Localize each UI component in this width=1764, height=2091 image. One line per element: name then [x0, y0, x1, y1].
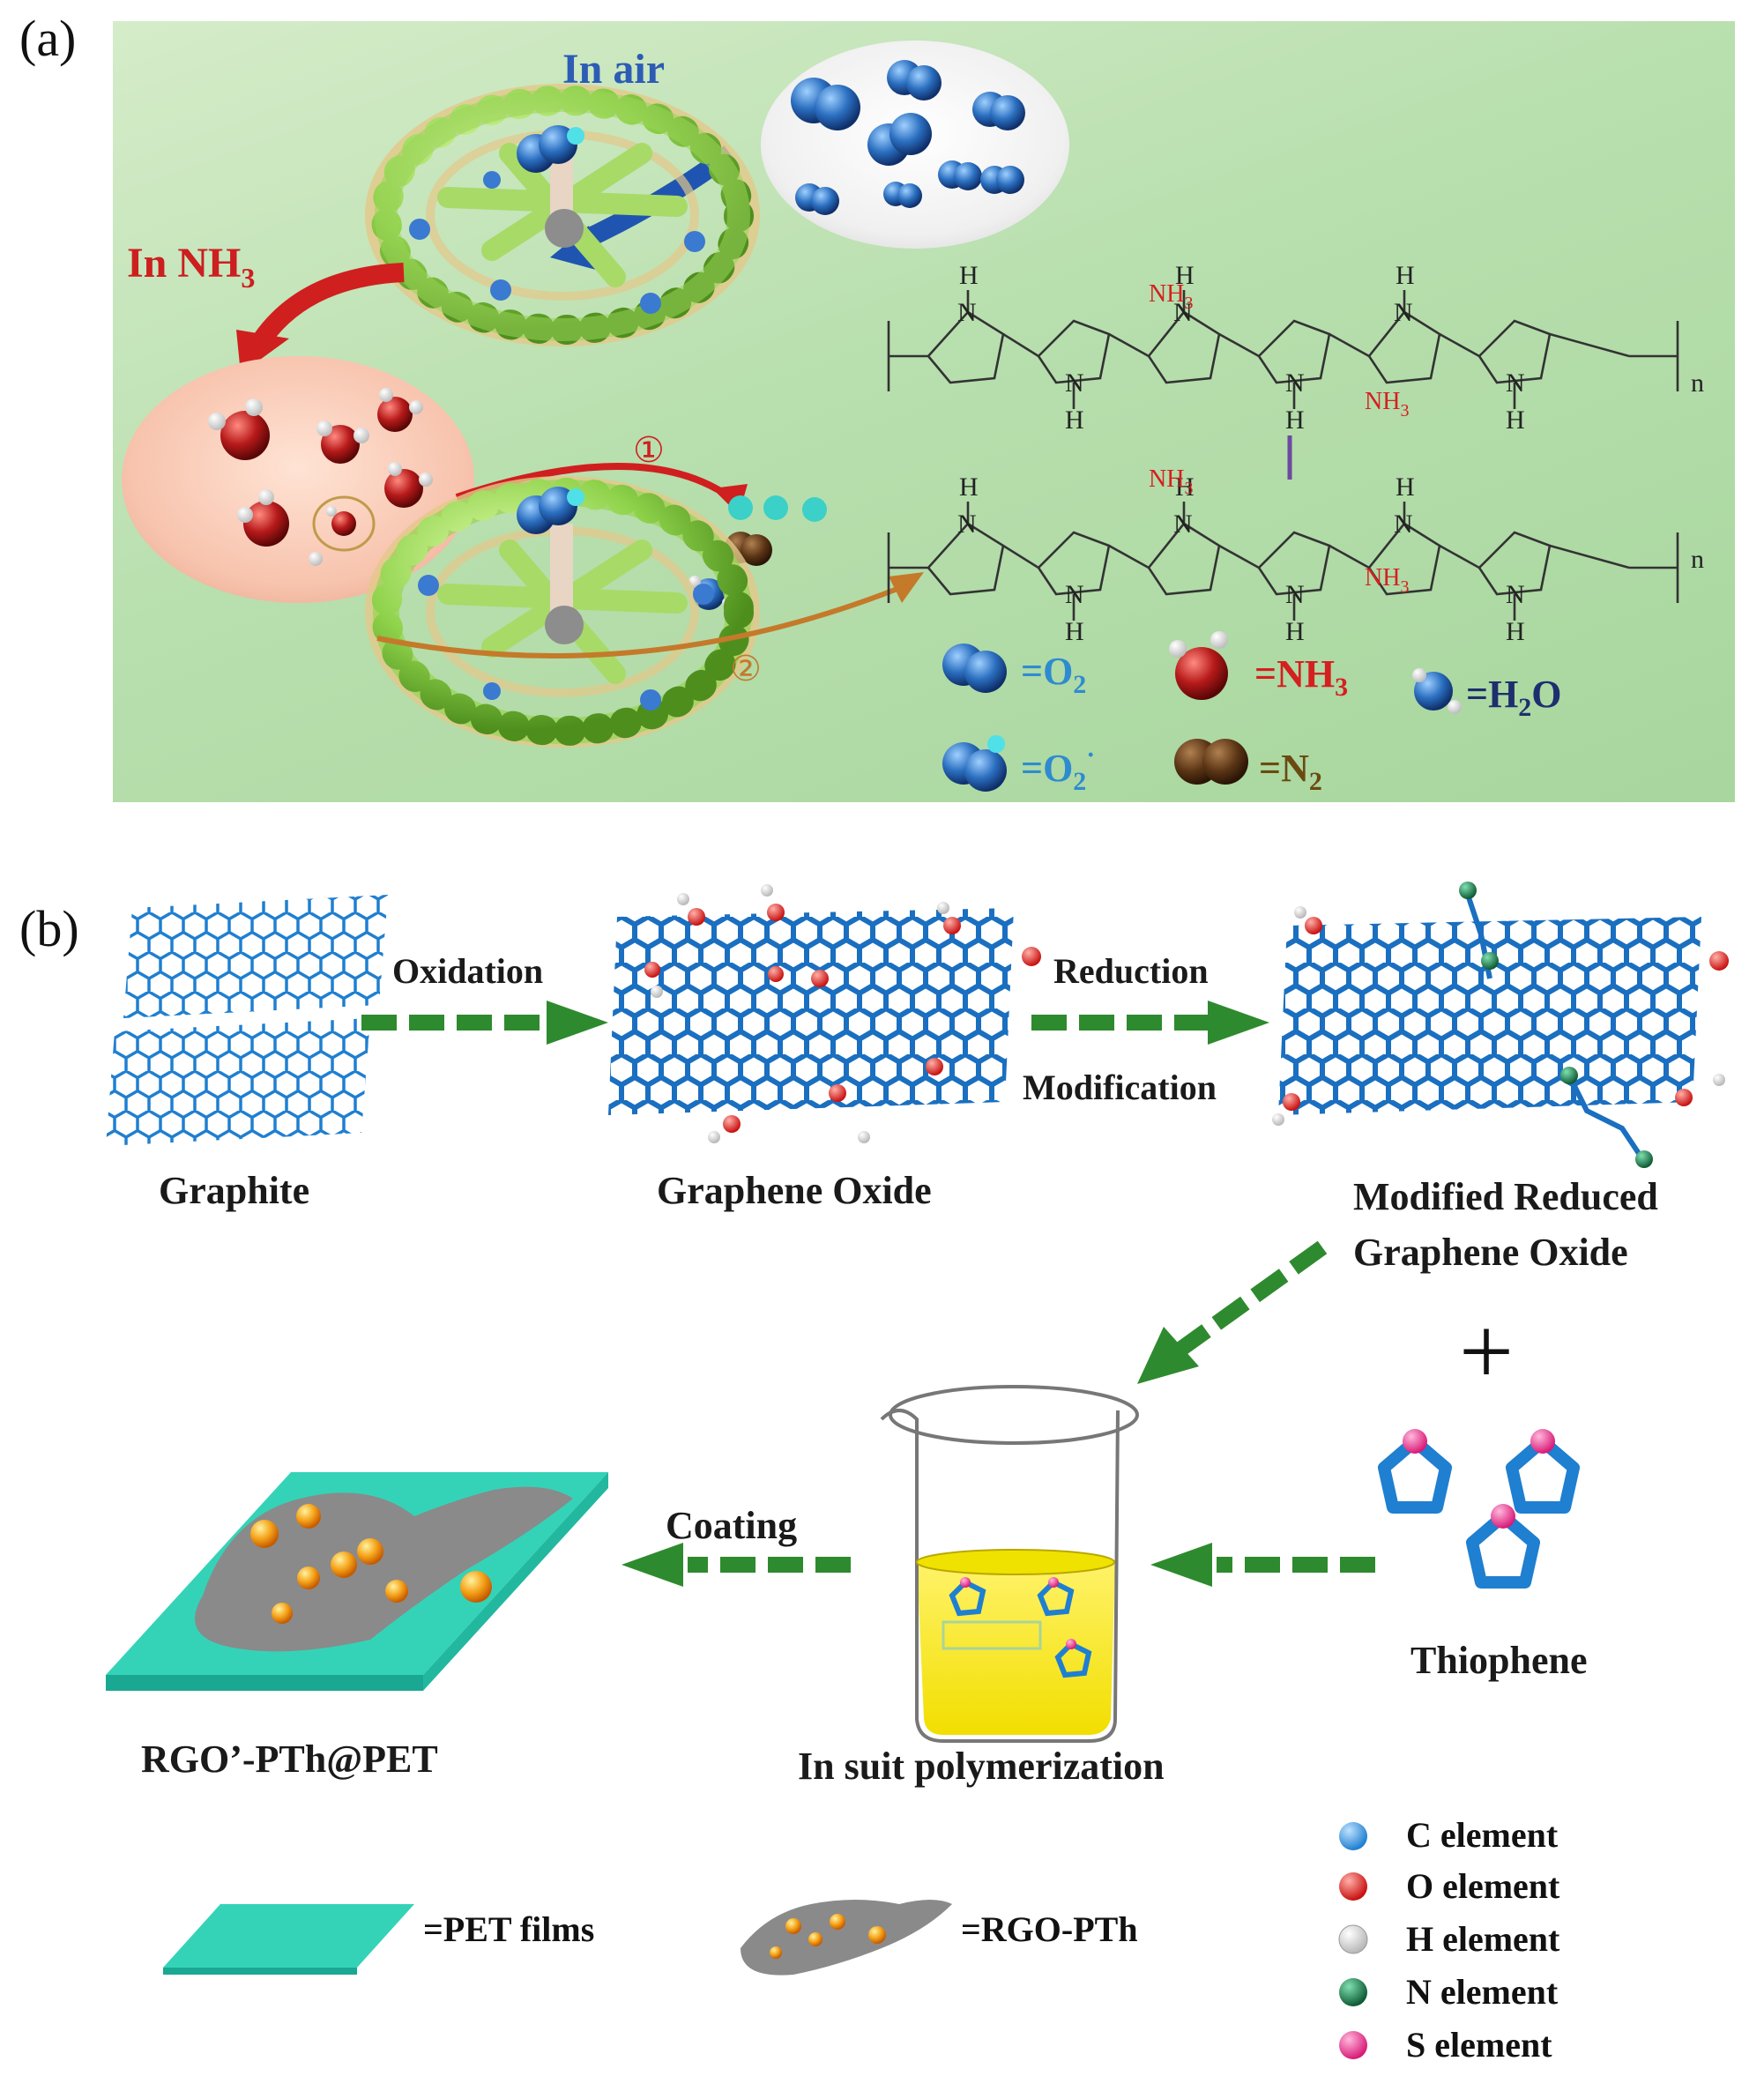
svg-text:H: H — [959, 473, 979, 502]
rgo-pth-legend: =RGO-PTh — [961, 1909, 1138, 1949]
panel-a-graphic: In air In NH3 ① — [122, 41, 1704, 796]
modification-label: Modification — [1023, 1068, 1217, 1107]
upper-ring — [365, 84, 760, 346]
svg-text:H: H — [1065, 406, 1084, 435]
in-air-label: In air — [562, 46, 665, 93]
o2-molecules-in-air — [791, 60, 1025, 215]
svg-text:NH3: NH3 — [1149, 465, 1193, 498]
arrow-to-beaker — [1137, 1240, 1328, 1384]
polymer-atom-labels: HN NH HN NH HN NH n HN NH HN NH HN NH n — [957, 261, 1704, 646]
svg-text:N: N — [957, 510, 977, 539]
plus-sign: + — [1459, 1298, 1514, 1405]
arrow-oxidation — [361, 1001, 608, 1045]
step-2-marker: ② — [730, 649, 762, 688]
svg-text:NH3: NH3 — [1365, 564, 1409, 597]
pet-films-legend: =PET films — [423, 1909, 595, 1949]
element-legend-balls — [1338, 1822, 1368, 2059]
in-nh3-label: In NH3 — [127, 240, 255, 294]
arrow-coating — [621, 1543, 851, 1587]
lower-ring — [365, 476, 760, 748]
legend-h2o: =H2O — [1466, 673, 1562, 722]
panel-a-label: (a) — [19, 10, 77, 67]
svg-text:N: N — [1394, 298, 1413, 327]
panel-b-label: (b) — [19, 900, 79, 957]
svg-text:H: H — [1506, 617, 1525, 646]
graphene-oxide-sheet — [608, 884, 1041, 1143]
svg-text:n: n — [1691, 545, 1704, 574]
panel-b-graphic: + — [106, 882, 1729, 2059]
modified-rgo-label-line2: Graphene Oxide — [1353, 1231, 1628, 1274]
rgo-pth-pet-film — [106, 1472, 608, 1691]
legend-glyphs — [942, 631, 1462, 792]
polymerization-label: In suit polymerization — [798, 1745, 1165, 1788]
nh3-molecules — [208, 388, 433, 566]
oxidation-label: Oxidation — [392, 951, 544, 991]
legend-n2: =N2 — [1259, 747, 1322, 796]
legend-rgo-pth-glyph — [741, 1900, 952, 1976]
red-arrow-to-nh3 — [255, 263, 405, 345]
arrow-reduction — [1031, 1001, 1269, 1045]
svg-text:N: N — [957, 298, 977, 327]
legend-o2-radical: =O2· — [1021, 740, 1095, 796]
svg-text:N: N — [1394, 510, 1413, 539]
graphite-sheets — [106, 895, 388, 1146]
polypyrrole-chains — [887, 290, 1679, 621]
svg-text:H: H — [959, 261, 979, 290]
legend-c-element: C element — [1406, 1815, 1559, 1855]
svg-text:H: H — [1396, 261, 1415, 290]
svg-text:N: N — [1506, 580, 1525, 609]
thiophene-molecules — [1378, 1435, 1580, 1589]
svg-text:N: N — [1173, 510, 1193, 539]
svg-text:N: N — [1506, 368, 1525, 398]
svg-text:NH3: NH3 — [1149, 280, 1193, 313]
thiophene-label: Thiophene — [1410, 1639, 1588, 1682]
svg-text:H: H — [1175, 473, 1195, 502]
svg-text:N: N — [1065, 580, 1084, 609]
svg-text:N: N — [1285, 368, 1305, 398]
reduction-label: Reduction — [1053, 951, 1209, 991]
graphene-oxide-label: Graphene Oxide — [657, 1169, 932, 1212]
legend-o-element: O element — [1406, 1866, 1560, 1906]
svg-text:N: N — [1285, 580, 1305, 609]
reaction-arrow-2-head — [889, 572, 924, 603]
step-1-marker: ① — [633, 430, 665, 470]
modified-rgo-sheet — [1272, 882, 1729, 1168]
svg-text:NH3: NH3 — [1365, 388, 1409, 420]
product-label: RGOʼ-PTh@PET — [141, 1738, 438, 1781]
panel-a-illustration: In air In NH3 ① — [113, 21, 1735, 802]
svg-text:H: H — [1175, 261, 1195, 290]
legend-pet-film-glyph — [163, 1904, 414, 1975]
legend-n-element: N element — [1406, 1972, 1559, 2012]
svg-text:H: H — [1285, 617, 1305, 646]
svg-text:n: n — [1691, 368, 1704, 398]
legend-s-element: S element — [1406, 2025, 1552, 2065]
graphite-label: Graphite — [159, 1169, 310, 1212]
legend-h-element: H element — [1406, 1919, 1560, 1959]
svg-text:H: H — [1506, 406, 1525, 435]
arrow-thiophene-to-beaker — [1150, 1543, 1375, 1587]
svg-text:H: H — [1065, 617, 1084, 646]
svg-text:H: H — [1285, 406, 1305, 435]
legend-nh3: =NH3 — [1254, 652, 1348, 702]
svg-text:H: H — [1396, 473, 1415, 502]
svg-text:N: N — [1173, 298, 1193, 327]
polymer-nh3-labels: NH3 NH3 NH3 NH3 — [1149, 280, 1409, 597]
legend-o2: =O2 — [1021, 650, 1086, 699]
thiophene-sulfur-atoms — [1403, 1429, 1555, 1529]
beaker — [880, 1385, 1139, 1743]
coating-label: Coating — [666, 1504, 798, 1547]
svg-text:N: N — [1065, 368, 1084, 398]
reaction-arrow-2 — [376, 583, 908, 659]
modified-rgo-label-line1: Modified Reduced — [1353, 1175, 1658, 1218]
